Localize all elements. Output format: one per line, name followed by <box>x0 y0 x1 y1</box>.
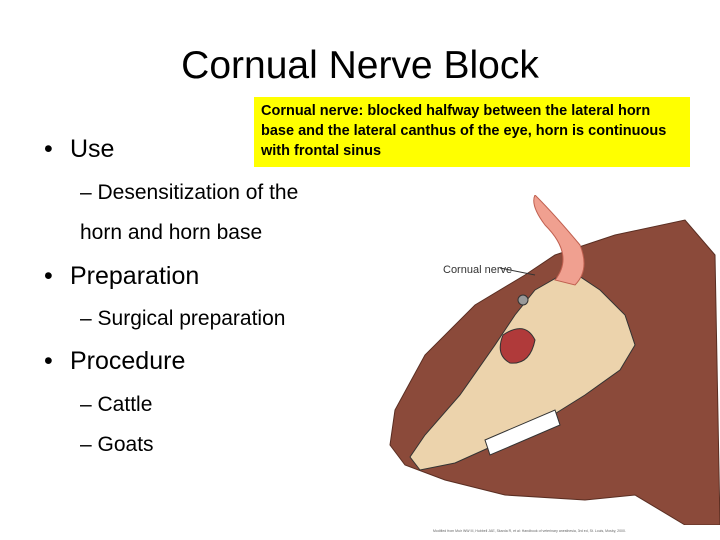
sub-bullet: – Cattle <box>80 393 153 416</box>
cow-skull-illustration <box>389 195 720 525</box>
needle-site <box>517 294 529 306</box>
sub-bullet: – Surgical preparation <box>80 307 286 330</box>
sub-bullet-continued: horn and horn base <box>80 221 263 244</box>
highlight-note: Cornual nerve: blocked halfway between t… <box>254 97 690 167</box>
horn <box>533 195 585 286</box>
sub-bullet: – Goats <box>80 433 154 456</box>
orbit <box>499 328 536 364</box>
cornual-nerve-label: Cornual nerve <box>443 264 513 276</box>
sub-bullet: – Desensitization of the <box>80 181 299 204</box>
teeth <box>484 409 561 456</box>
slide-title: Cornual Nerve Block <box>181 44 539 87</box>
figure-credit: Modified from Muir WW III, Hubbell JAE, … <box>433 529 626 533</box>
nerve-pointer <box>499 267 536 276</box>
